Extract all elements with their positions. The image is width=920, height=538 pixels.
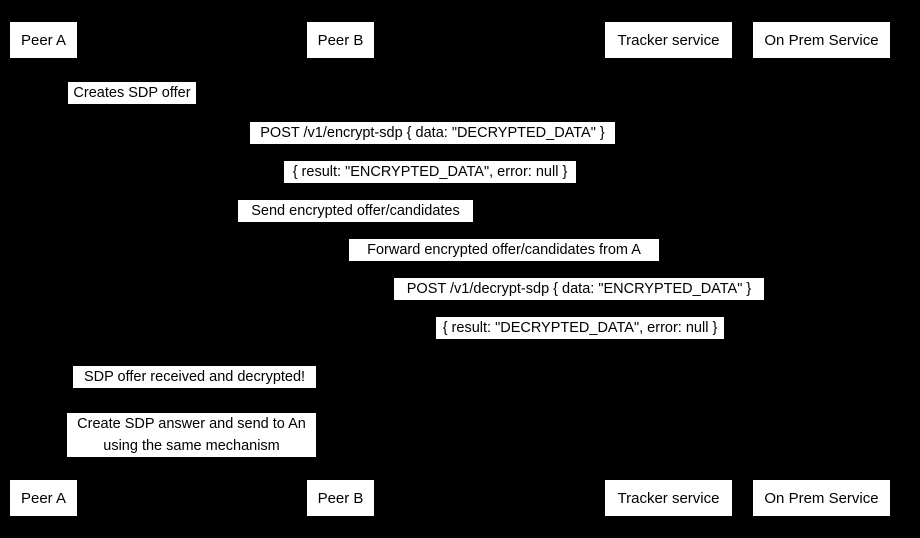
message-creates-sdp-offer: Creates SDP offer — [68, 82, 196, 104]
message-send-encrypted-offer: Send encrypted offer/candidates — [238, 200, 473, 222]
participant-label: Peer B — [317, 31, 364, 49]
lifeline-on-prem-service — [821, 57, 822, 480]
participant-header-peer-a[interactable]: Peer A — [10, 22, 77, 58]
message-post-decrypt-sdp: POST /v1/decrypt-sdp { data: "ENCRYPTED_… — [394, 278, 764, 300]
participant-label: Peer A — [20, 31, 67, 49]
message-decrypt-sdp-result: { result: "DECRYPTED_DATA", error: null … — [436, 317, 724, 339]
participant-footer-on-prem-service[interactable]: On Prem Service — [753, 480, 890, 516]
message-text: POST /v1/decrypt-sdp { data: "ENCRYPTED_… — [406, 281, 752, 297]
message-create-sdp-answer: Create SDP answer and send to An using t… — [67, 413, 316, 457]
message-sdp-offer-received: SDP offer received and decrypted! — [73, 366, 316, 388]
message-text: Creates SDP offer — [73, 85, 191, 101]
message-post-encrypt-sdp: POST /v1/encrypt-sdp { data: "DECRYPTED_… — [250, 122, 615, 144]
participant-footer-tracker-service[interactable]: Tracker service — [605, 480, 732, 516]
message-text: POST /v1/encrypt-sdp { data: "DECRYPTED_… — [260, 125, 605, 141]
participant-label: Tracker service — [617, 31, 720, 49]
message-text: SDP offer received and decrypted! — [83, 369, 306, 385]
participant-header-peer-b[interactable]: Peer B — [307, 22, 374, 58]
participant-label: Tracker service — [617, 489, 720, 507]
message-text: Send encrypted offer/candidates — [251, 203, 460, 219]
participant-header-on-prem-service[interactable]: On Prem Service — [753, 22, 890, 58]
lifeline-peer-b — [340, 57, 341, 480]
message-text: Forward encrypted offer/candidates from … — [367, 242, 641, 258]
participant-label: On Prem Service — [764, 31, 879, 49]
participant-footer-peer-a[interactable]: Peer A — [10, 480, 77, 516]
lifeline-peer-a — [43, 57, 44, 480]
message-text: { result: "ENCRYPTED_DATA", error: null … — [292, 164, 568, 180]
participant-header-tracker-service[interactable]: Tracker service — [605, 22, 732, 58]
lifeline-tracker-service — [668, 57, 669, 480]
participant-label: On Prem Service — [764, 489, 879, 507]
participant-label: Peer B — [317, 489, 364, 507]
message-text-line-1: Create SDP answer and send to An — [77, 416, 306, 432]
message-text-line-2: using the same mechanism — [103, 438, 280, 454]
message-encrypt-sdp-result: { result: "ENCRYPTED_DATA", error: null … — [284, 161, 576, 183]
participant-label: Peer A — [20, 489, 67, 507]
message-text: { result: "DECRYPTED_DATA", error: null … — [442, 320, 718, 336]
message-forward-encrypted-offer: Forward encrypted offer/candidates from … — [349, 239, 659, 261]
participant-footer-peer-b[interactable]: Peer B — [307, 480, 374, 516]
